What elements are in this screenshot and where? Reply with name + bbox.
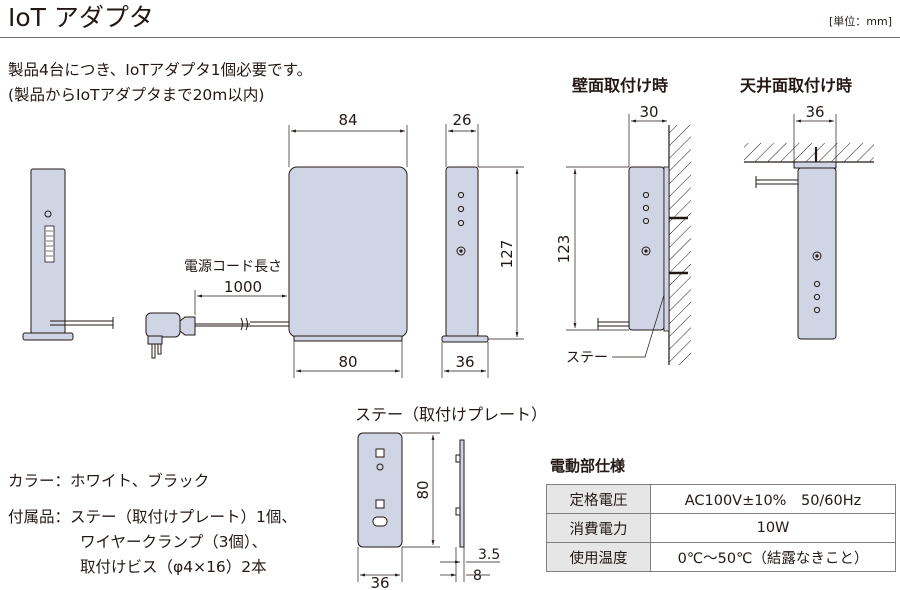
dim-side-depth: 26 xyxy=(452,111,471,129)
color-options: カラー：ホワイト、ブラック xyxy=(8,472,210,490)
spec-key: 消費電力 xyxy=(546,513,651,543)
indicator-led-icon xyxy=(457,191,465,199)
distance-note: (製品からIoTアダプタまで20m以内) xyxy=(8,86,265,104)
button-icon xyxy=(456,246,466,256)
dim-plate-width: 36 xyxy=(370,574,389,590)
unit-label: [単位：mm] xyxy=(828,15,892,28)
cord-length-label: 電源コード長さ xyxy=(184,259,282,275)
requirement-note: 製品4台につき、IoTアダプタ1個必要です。 xyxy=(8,61,313,79)
table-row: 定格電圧 AC100V±10% 50/60Hz xyxy=(546,484,896,514)
dim-cord-length: 1000 xyxy=(224,278,262,296)
spec-value: 0℃～50℃（結露なきこと） xyxy=(650,542,896,572)
dim-plate-thickness: 3.5 xyxy=(478,547,500,563)
status-led-icon xyxy=(44,210,52,218)
wall-mount-view xyxy=(566,114,691,365)
mounting-plate-view xyxy=(357,432,500,582)
title-divider xyxy=(0,37,900,38)
spec-key: 定格電圧 xyxy=(546,484,651,514)
spec-key: 使用温度 xyxy=(546,542,651,572)
accessories-line-2: ワイヤークランプ（3個）、 xyxy=(80,533,268,551)
side-view xyxy=(441,124,524,378)
accessories-line-3: 取付けビス（φ4×16）2本 xyxy=(80,558,267,576)
table-row: 使用温度 0℃～50℃（結露なきこと） xyxy=(546,542,896,572)
screw-icon xyxy=(669,216,688,275)
stay-label: ステー xyxy=(566,350,608,366)
plate-title: ステー（取付けプレート） xyxy=(355,405,548,424)
wall-mount-title: 壁面取付け時 xyxy=(572,76,669,95)
front-view xyxy=(145,125,408,378)
standing-unit-view xyxy=(22,168,114,341)
power-plug-icon xyxy=(145,312,196,359)
dim-ceiling-depth: 36 xyxy=(805,103,824,121)
spec-value: AC100V±10% 50/60Hz xyxy=(650,484,896,514)
dim-front-base-width: 80 xyxy=(338,353,357,371)
accessories-line-1: 付属品：ステー（取付けプレート）1個、 xyxy=(8,508,297,526)
spec-value: 10W xyxy=(650,513,896,543)
dim-wall-depth: 30 xyxy=(639,103,658,121)
ceiling-mount-title: 天井面取付け時 xyxy=(740,76,853,95)
mount-hole-icon xyxy=(375,448,385,458)
dim-height: 127 xyxy=(498,240,516,269)
dim-plate-depth: 8 xyxy=(473,568,482,584)
ceiling-mount-view xyxy=(744,114,874,340)
table-row: 消費電力 10W xyxy=(546,513,896,543)
dim-wall-height: 123 xyxy=(555,235,573,264)
spec-table: 定格電圧 AC100V±10% 50/60Hz 消費電力 10W 使用温度 0℃… xyxy=(546,484,896,572)
dim-plate-height: 80 xyxy=(414,480,432,499)
dim-front-width: 84 xyxy=(338,111,357,129)
dim-side-base-depth: 36 xyxy=(455,353,474,371)
page-title: IoT アダプタ xyxy=(8,3,154,32)
spec-title: 電動部仕様 xyxy=(550,457,626,475)
connector-port-icon xyxy=(44,225,55,263)
